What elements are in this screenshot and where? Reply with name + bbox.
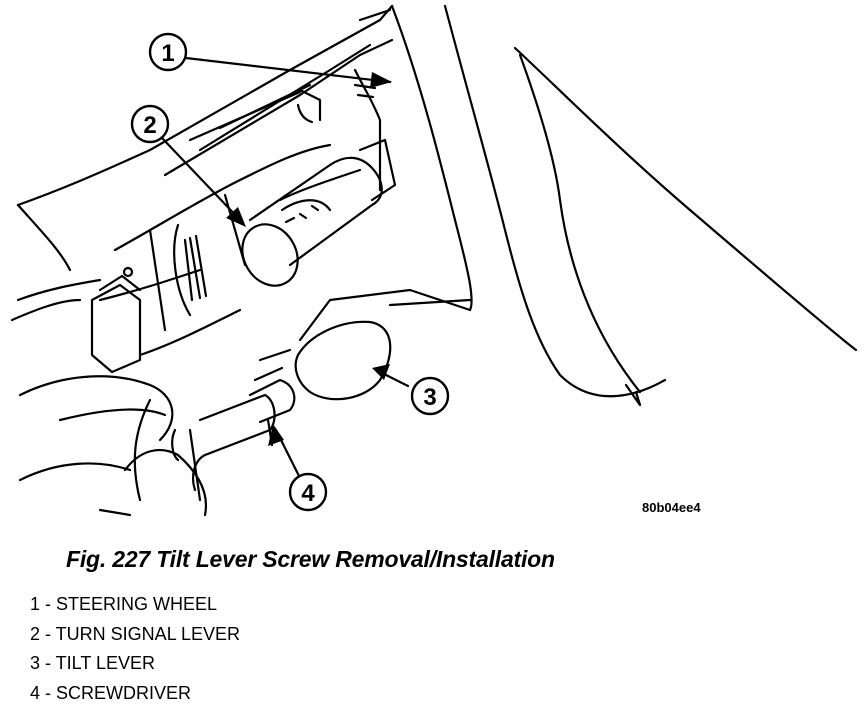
turn-signal-lever (241, 138, 397, 287)
callout-number-2: 2 (143, 112, 156, 139)
arrow-head-2 (226, 207, 246, 227)
legend-item: 1 - STEERING WHEEL (30, 594, 218, 614)
callout-number-3: 3 (423, 384, 436, 411)
figure-reference-code: 80b04ee4 (642, 500, 701, 515)
callout-circle-2 (130, 104, 170, 144)
legend-item: 4 - SCREWDRIVER (30, 682, 192, 703)
leader-lines (160, 56, 410, 480)
arrow-head-4 (268, 424, 284, 446)
legend-item: 2 - TURN SIGNAL LEVER (30, 623, 241, 644)
legend-item: 3 - TILT LEVER (30, 653, 156, 673)
callout-number-1: 1 (161, 40, 174, 67)
steering-column-shroud (98, 88, 362, 357)
figure-caption: Fig. 227 Tilt Lever Screw Removal/Instal… (66, 546, 555, 572)
callout-number-4: 4 (301, 480, 315, 507)
arrow-head-1 (370, 72, 392, 88)
hazard-knob (90, 266, 142, 374)
tilt-lever (258, 288, 472, 401)
callout-circle-3 (410, 376, 450, 416)
tilt-lever-illustration: 1 2 3 4 80b04ee4 (10, 4, 858, 517)
callout-circle-1 (148, 32, 188, 72)
screwdriver (188, 366, 296, 502)
dashboard-outline (10, 4, 394, 322)
arrow-head-3 (372, 364, 390, 380)
hand-illustration (18, 375, 208, 517)
steering-wheel (353, 4, 858, 407)
legend-list: 1 - STEERING WHEEL 2 - TURN SIGNAL LEVER… (30, 590, 240, 708)
callout-circle-4 (288, 472, 328, 512)
